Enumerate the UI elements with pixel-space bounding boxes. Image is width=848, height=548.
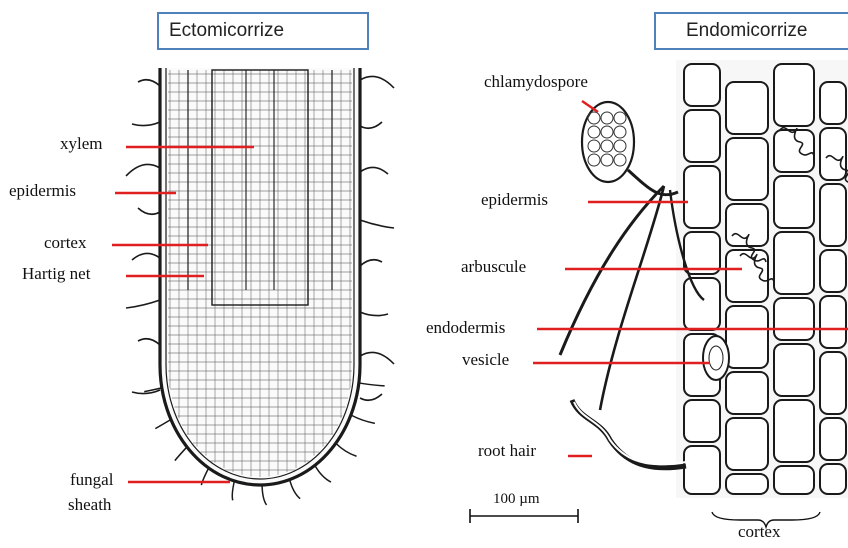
label-epidermis-endo: epidermis (481, 190, 548, 210)
label-cortex-ecto: cortex (44, 233, 86, 253)
label-scale-bar: 100 µm (493, 489, 540, 509)
label-chlamydospore: chlamydospore (484, 72, 588, 92)
endomycorrhiza-cells-drawing (560, 60, 848, 498)
label-vesicle: vesicle (462, 350, 509, 370)
label-xylem: xylem (60, 134, 103, 154)
label-epidermis-ecto: epidermis (9, 181, 76, 201)
ectomycorrhiza-title: Ectomicorrize (157, 12, 369, 50)
label-cortex-endo: cortex (738, 522, 780, 542)
ectomycorrhiza-root-drawing (126, 68, 394, 505)
endomycorrhiza-title: Endomicorrize (654, 12, 848, 50)
scale-bar (470, 509, 578, 523)
label-endodermis: endodermis (426, 318, 505, 338)
label-arbuscule: arbuscule (461, 257, 526, 277)
label-fungal: fungal (70, 470, 113, 490)
label-hartig-net: Hartig net (22, 264, 90, 284)
label-root-hair: root hair (478, 441, 536, 461)
label-sheath: sheath (68, 495, 111, 515)
